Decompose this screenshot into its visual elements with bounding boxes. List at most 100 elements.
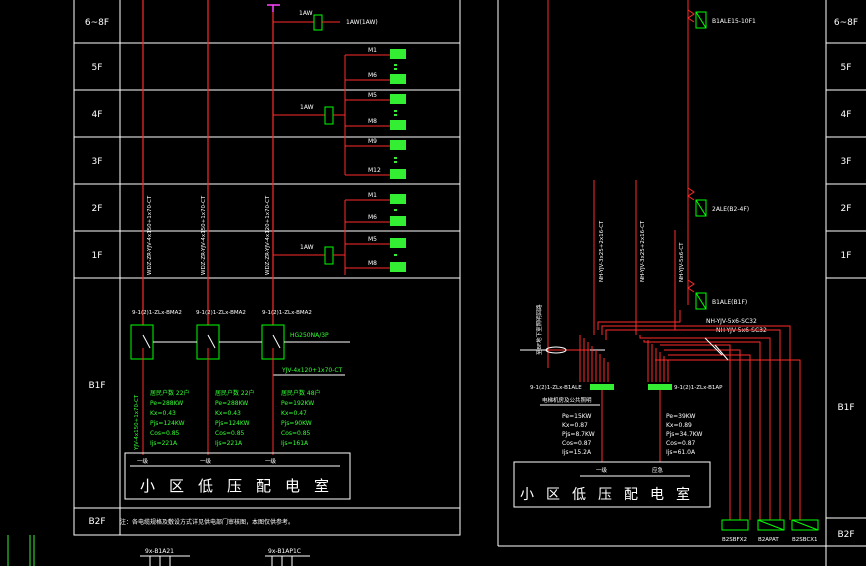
right-floor-label: 2F (841, 204, 852, 214)
right-feeder-data-1: Pe=15KW Kx=0.87 Pjs=8.7KW Cos=0.87 Ijs=1… (562, 413, 595, 456)
breaker-rating-label: HG250NA/3P (290, 332, 329, 339)
meter-label: M8 (368, 260, 377, 267)
left-floor-label: B1F (88, 381, 105, 391)
feeder-data-line: 居民户数 48户 (281, 389, 321, 397)
left-panel-frame (73, 0, 461, 536)
room-feeder-label: 一级 (596, 466, 608, 474)
bottom-box-label: B2APAT (758, 537, 779, 543)
feeder-data-line: 居民户数 22户 (150, 389, 190, 397)
right-vertical-cable: NH-YJV-3x25+2x16-CT (599, 220, 605, 282)
room-feeder-label: 一级 (265, 457, 277, 465)
riser-zigzag (687, 187, 695, 201)
left-bus-label: 9-1(2)1-ZLx-BMA2 (262, 310, 312, 316)
right-room-title: 小区低压配电室 (520, 486, 702, 503)
left-down-cable: YJV-4x150+1x70-CT (134, 394, 140, 451)
left-vertical-cable: WDZ-ZR-YJV-4x150+1x70-CT (201, 195, 207, 275)
top-breaker-label: 1AW (299, 10, 313, 17)
box-diagonal (695, 11, 707, 29)
distribution-box (695, 11, 707, 29)
feeder-data-line: Pe=288KW (215, 400, 248, 407)
feeder-data-block-3: 居民户数 48户 Pe=192KW Kx=0.47 Pjs=90KW Cos=0… (281, 389, 321, 447)
low-meter-box (324, 246, 334, 265)
meter-label: M9 (368, 138, 377, 145)
feeder-data-line: Pe=15KW (562, 413, 591, 420)
feeder-cable-label: YJV-4x120+1x70-CT (281, 367, 343, 374)
meter-label: M1 (368, 47, 377, 54)
breaker-switch (142, 334, 151, 349)
left-vertical-cable: WDZ-ZR-YJV-4x150+1x70-CT (147, 195, 153, 275)
meter-box (390, 169, 406, 179)
left-substation-room (124, 452, 351, 500)
left-bus-label: 9-1(2)1-ZLx-BMA2 (196, 310, 246, 316)
meter-box (390, 216, 406, 226)
dots-marker (394, 209, 397, 211)
meter-box (390, 49, 406, 59)
riser-zigzag (687, 9, 695, 23)
meter-label: M8 (368, 118, 377, 125)
left-floor-label: 3F (92, 157, 103, 167)
feeder-data-line: Kx=0.89 (666, 422, 692, 429)
right-floor-label: 1F (841, 251, 852, 261)
feeder-data-line: Kx=0.43 (215, 410, 241, 417)
right-floor-label: B1F (837, 403, 854, 413)
feeder-data-line: Cos=0.87 (562, 440, 592, 447)
feeder-data-line: Ijs=161A (281, 440, 309, 447)
right-panel: 6~8F 5F 4F 3F 2F 1F B1F B2F B1ALE15-10F1… (497, 0, 866, 566)
right-feeder-caption: 电梯机房及公共照明 (542, 396, 592, 404)
meter-box (390, 94, 406, 104)
left-vertical-cable: WDZ-ZR-YJV-4x120+1x70-CT (265, 195, 271, 275)
right-cable-label: NH-YJV-5x6-SC32 (706, 318, 757, 325)
meter-label: M1 (368, 192, 377, 199)
meter-box (390, 194, 406, 204)
left-floor-label: 1F (92, 251, 103, 261)
left-floor-label: 2F (92, 204, 103, 214)
right-bus-label: 9-1(2)1-ZLx-B1ALE (530, 385, 582, 391)
dots-marker (394, 110, 397, 112)
room-feeder-label: 应急 (652, 466, 664, 474)
feeder-data-line: Kx=0.87 (562, 422, 588, 429)
meter-box (390, 262, 406, 272)
dots-marker (394, 161, 397, 163)
bundle-right (647, 340, 669, 382)
mid-breaker-label: 1AW (300, 104, 314, 111)
breaker-switch (207, 334, 216, 349)
right-substation-room (513, 461, 711, 508)
meter-label: M5 (368, 92, 377, 99)
dots-marker (394, 254, 397, 256)
room-feeder-label: 一级 (137, 457, 149, 465)
left-room-title: 小区低压配电室 (140, 477, 343, 495)
feeder-data-line: Pjs=8.7KW (562, 431, 595, 438)
meter-label: M5 (368, 236, 377, 243)
right-side-caption: 至8F地下室照明回路 (535, 304, 543, 355)
dots-marker (394, 68, 397, 70)
dots-marker (394, 64, 397, 66)
right-feeder-data-2: Pe=39KW Kx=0.89 Pjs=34.7KW Cos=0.87 Ijs=… (666, 413, 703, 456)
distribution-box (695, 199, 707, 217)
meter-label: M6 (368, 214, 377, 221)
left-bus-label: 9-1(2)1-ZLx-BMA2 (132, 310, 182, 316)
room-feeder-label: 一级 (200, 457, 212, 465)
feeder-data-line: 居民户数 22户 (215, 389, 255, 397)
mid-meter-box (324, 106, 334, 125)
left-floor-label: 6~8F (85, 18, 109, 28)
feeder-data-line: Cos=0.85 (215, 430, 245, 437)
right-floor-label: 4F (841, 110, 852, 120)
bottom-label: 9x-B1A21 (145, 548, 174, 555)
feeder-data-line: Ijs=15.2A (562, 449, 592, 456)
bottom-box (757, 519, 785, 531)
right-bus-label: 9-1(2)1-ZLx-B1AP (674, 385, 723, 391)
meter-label: M12 (368, 167, 381, 174)
feeder-data-line: Cos=0.85 (150, 430, 180, 437)
feeder-data-line: Pe=288KW (150, 400, 183, 407)
feeder-data-line: Kx=0.43 (150, 410, 176, 417)
meter-box (390, 120, 406, 130)
meter-label: M6 (368, 72, 377, 79)
left-floor-label: 5F (92, 63, 103, 73)
bottom-box (791, 519, 819, 531)
box-diagonal (695, 292, 707, 310)
junction-diagonal (714, 344, 729, 361)
right-floor-label: B2F (837, 530, 854, 540)
right-floor-label: 5F (841, 63, 852, 73)
route-line (601, 325, 791, 520)
